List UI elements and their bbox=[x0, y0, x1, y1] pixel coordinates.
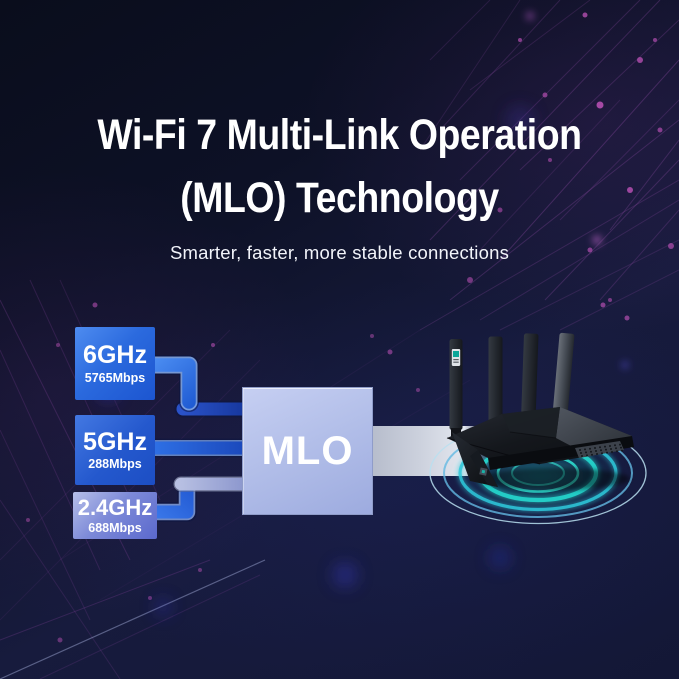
router-body bbox=[446, 407, 634, 490]
page-subtitle: Smarter, faster, more stable connections bbox=[169, 242, 510, 263]
band-speed: 5765Mbps bbox=[84, 370, 146, 385]
mlo-label: MLO bbox=[261, 428, 354, 473]
header: Wi-Fi 7 Multi-Link Operation (MLO) Techn… bbox=[0, 104, 679, 264]
band-box-24ghz: 2.4GHz 688Mbps bbox=[73, 492, 157, 539]
band-box-6ghz: 6GHz 5765Mbps bbox=[75, 327, 155, 400]
band-name: 5GHz bbox=[83, 427, 147, 456]
router-antennas bbox=[449, 332, 575, 437]
page-title-line2: (MLO) Technology bbox=[180, 174, 499, 222]
band-name: 2.4GHz bbox=[77, 494, 153, 520]
page-title-line1: Wi-Fi 7 Multi-Link Operation bbox=[97, 111, 582, 159]
band-speed: 688Mbps bbox=[88, 521, 142, 536]
band-speed: 288Mbps bbox=[88, 457, 142, 472]
band-name: 6GHz bbox=[83, 341, 147, 370]
mlo-hub-box: MLO bbox=[242, 387, 373, 515]
band-box-5ghz: 5GHz 288Mbps bbox=[75, 415, 155, 485]
